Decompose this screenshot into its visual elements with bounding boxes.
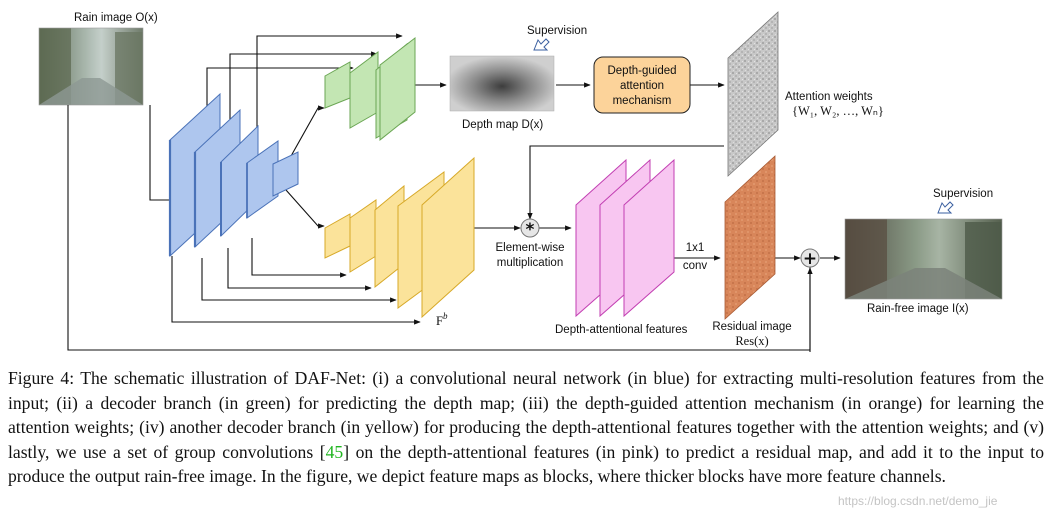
- attention-mechanism-line-1: Depth-guided: [607, 65, 676, 77]
- connectors: [67, 33, 841, 352]
- rain-image-label: Rain image O(x): [74, 12, 158, 24]
- multiply-symbol: *: [526, 220, 535, 240]
- residual-label-1: Residual image: [712, 321, 791, 333]
- attention-weights-label: Attention weights: [785, 91, 873, 103]
- encoder-blocks: [168, 92, 299, 258]
- depth-decoder-block-1: [324, 61, 351, 109]
- caption-text-1: Figure 4: The schematic illustration of …: [8, 368, 1044, 462]
- residual-image-block: [724, 155, 776, 320]
- conv-label-2: conv: [683, 260, 708, 272]
- attention-weights-set: {W₁, W₂, …, Wₙ}: [792, 104, 884, 118]
- feature-decoder-blocks: [324, 156, 475, 319]
- watermark: https://blog.csdn.net/demo_jie: [838, 494, 998, 508]
- conv-label-1: 1x1: [686, 242, 705, 254]
- attention-mechanism-line-2: attention: [620, 80, 664, 92]
- caption-text-2: ] on the depth-attentional features (in …: [8, 441, 1044, 487]
- attention-mechanism-box: [593, 56, 691, 114]
- plus-symbol: +: [803, 249, 817, 269]
- rain-free-image: [844, 218, 1003, 300]
- encoder-block-5: [272, 151, 299, 197]
- add-node: [800, 248, 820, 268]
- feature-decoder-block-1: [324, 213, 351, 259]
- attention-mechanism-line-3: mechanism: [613, 95, 672, 107]
- attention-weights-block: [727, 11, 779, 177]
- depth-attentional-blocks: [575, 158, 675, 318]
- rain-free-label: Rain-free image I(x): [867, 303, 969, 315]
- depth-decoder-block-2: [349, 51, 379, 129]
- depth-decoder-blocks: [324, 36, 416, 142]
- figure-caption: Figure 4: The schematic illustration of …: [8, 366, 1044, 489]
- residual-label-2: Res(x): [735, 334, 768, 348]
- feature-decoder-block-fb: [421, 156, 475, 319]
- encoder-block-4: [246, 140, 279, 219]
- citation-link[interactable]: 45: [325, 441, 344, 462]
- depth-decoder-block-4: [379, 36, 416, 142]
- fb-label: Fb: [436, 311, 448, 328]
- rain-image: [38, 27, 144, 106]
- supervision-arrow-right-icon: [937, 201, 954, 214]
- depth-attentional-label: Depth-attentional features: [555, 324, 688, 336]
- supervision-label-top: Supervision: [527, 25, 587, 37]
- element-wise-label-1: Element-wise: [495, 242, 564, 254]
- supervision-label-right: Supervision: [933, 188, 993, 200]
- element-wise-label-2: multiplication: [497, 257, 563, 269]
- supervision-arrow-top-icon: [533, 38, 550, 51]
- multiply-node: [520, 218, 540, 238]
- depth-map-label: Depth map D(x): [462, 119, 543, 131]
- feature-decoder-block-2: [349, 199, 377, 273]
- daf-net-diagram: Rain image O(x): [38, 11, 1003, 352]
- depth-map: [449, 55, 555, 112]
